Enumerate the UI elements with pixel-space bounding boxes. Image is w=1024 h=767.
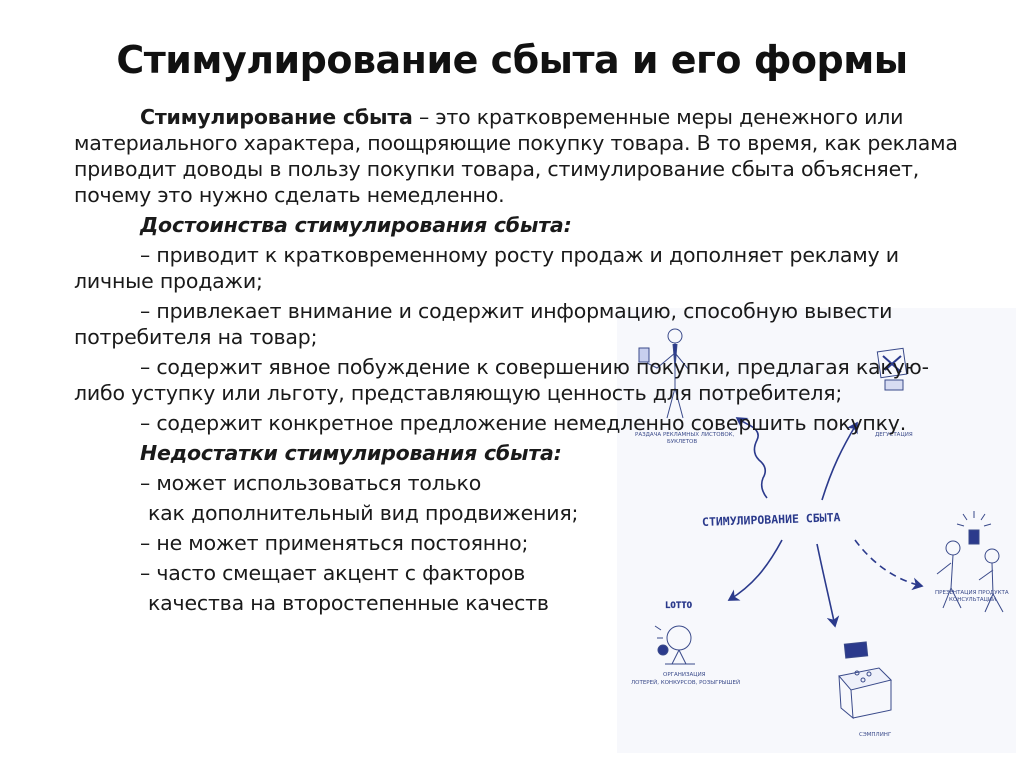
- arrow-to-leaflets: [735, 417, 768, 499]
- label-sampling: СЭМПЛИНГ: [859, 732, 892, 738]
- promoter-figure: [638, 328, 690, 419]
- page-title: Стимулирование сбыта и его формы: [116, 38, 908, 82]
- label-tasting: ДЕГУСТАЦИЯ: [875, 432, 913, 438]
- intro-definition: – это кратковременные меры денежного или…: [74, 105, 958, 207]
- intro-paragraph: Стимулирование сбыта – это кратковременн…: [74, 104, 974, 208]
- disadvantage-item-1: – может использоваться только: [140, 471, 482, 495]
- advantage-item-2: – привлекает внимание и содержит информа…: [74, 299, 893, 349]
- tasting-icon: [876, 347, 908, 391]
- arrow-to-lottery: [727, 539, 783, 601]
- lottery-drum-icon: [654, 625, 695, 665]
- arrow-to-presentation: [854, 539, 924, 591]
- sales-promotion-illustration: СТИМУЛИРОВАНИЕ СБЫТА РАЗДАЧА РЕКЛАМНЫХ Л…: [617, 308, 1016, 753]
- label-leaflets-line2: БУКЛЕТОВ: [667, 439, 697, 445]
- disadvantages-heading: Недостатки стимулирования сбыта:: [140, 441, 562, 465]
- illustration-svg: СТИМУЛИРОВАНИЕ СБЫТА РАЗДАЧА РЕКЛАМНЫХ Л…: [631, 328, 1009, 738]
- disadvantage-item-3-cont: качества на второстепенные качеств: [148, 591, 549, 615]
- disadvantage-item-2: – не может применяться постоянно;: [140, 531, 529, 555]
- advantage-item-1: – приводит к кратковременному росту прод…: [74, 243, 899, 293]
- label-presentation-line2: КОНСУЛЬТАЦИИ: [949, 597, 996, 603]
- advantages-heading: Достоинства стимулирования сбыта:: [140, 213, 572, 237]
- label-presentation-line1: ПРЕЗЕНТАЦИЯ ПРОДУКТА: [935, 590, 1009, 596]
- presentation-figures: [936, 511, 1004, 613]
- body-text: Стимулирование сбыта – это кратковременн…: [74, 104, 974, 620]
- advantage-item-3: – содержит явное побуждение к совершению…: [74, 355, 929, 405]
- lotto-label: LOTTO: [665, 601, 693, 611]
- label-lottery-line2: ЛОТЕРЕЙ, КОНКУРСОВ, РОЗЫГРЫШЕЙ: [631, 679, 740, 686]
- center-label: СТИМУЛИРОВАНИЕ СБЫТА: [702, 510, 841, 529]
- disadvantage-item-1-cont: как дополнительный вид продвижения;: [148, 501, 579, 525]
- sampling-box-icon: [838, 641, 892, 720]
- label-leaflets-line1: РАЗДАЧА РЕКЛАМНЫХ ЛИСТОВОК,: [635, 432, 735, 438]
- arrow-to-sampling: [816, 543, 840, 628]
- label-lottery-line1: ОРГАНИЗАЦИЯ: [663, 672, 706, 678]
- intro-term: Стимулирование сбыта: [140, 105, 413, 129]
- advantage-item-4: – содержит конкретное предложение немедл…: [140, 411, 907, 435]
- disadvantage-item-3: – часто смещает акцент с факторов: [140, 561, 526, 585]
- arrow-to-tasting: [821, 421, 858, 501]
